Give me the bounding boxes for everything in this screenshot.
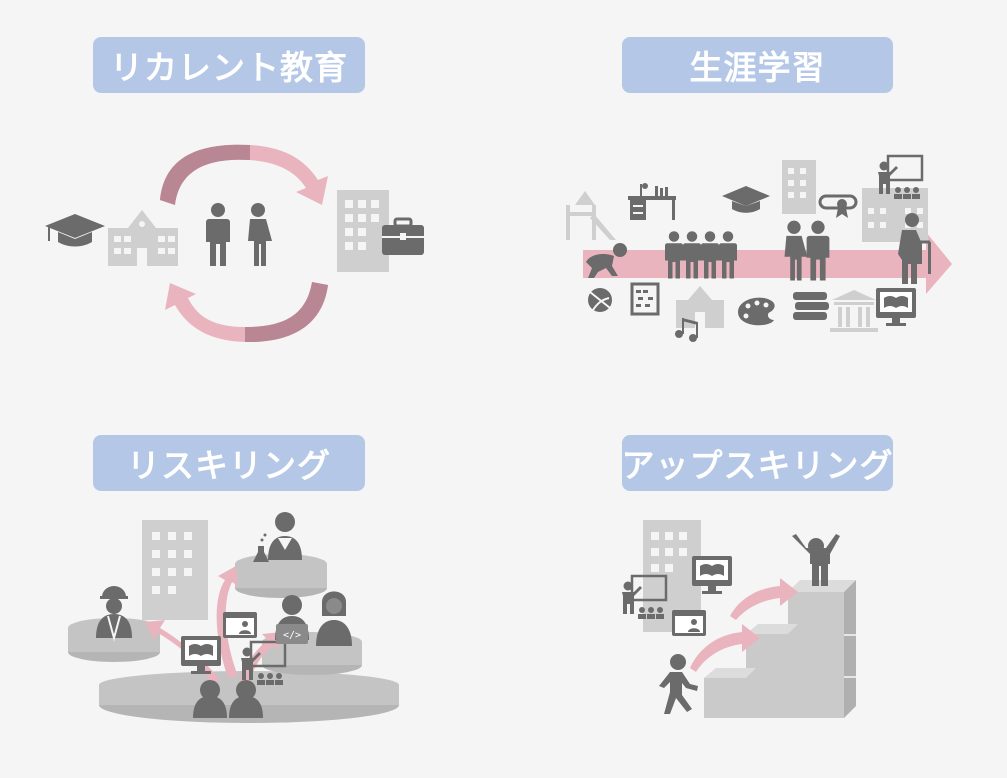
paint-palette-icon [738, 297, 775, 326]
e-learning-monitor-icon [692, 556, 732, 594]
upskilling-label: アップスキリング [622, 435, 893, 491]
timeline-arrow [583, 232, 952, 294]
woman-icon [316, 591, 352, 646]
top-platform [235, 554, 327, 598]
ball-icon [588, 288, 612, 312]
left-platform [68, 618, 160, 662]
construction-worker-icon [96, 586, 132, 642]
museum-icon [830, 290, 878, 332]
recurrent-education-label: リカレント教育 [93, 37, 365, 93]
svg-text:</>: </> [283, 630, 301, 641]
crawling-baby-icon [586, 243, 627, 278]
office-building-icon [337, 190, 389, 272]
walking-person-icon [659, 654, 698, 714]
office-building-icon [142, 520, 208, 620]
playground-slide-icon [566, 191, 616, 240]
programmer-icon: </> [275, 595, 309, 644]
stairs [704, 580, 856, 718]
reskilling-label: リスキリング [93, 435, 365, 491]
graduation-cap-icon [722, 186, 770, 213]
e-learning-monitor-icon [181, 636, 221, 674]
school-icon [108, 210, 178, 266]
man-icon [206, 203, 230, 266]
right-platform [262, 632, 362, 675]
woman-icon [248, 203, 272, 266]
video-call-icon [223, 612, 257, 638]
briefcase-icon [382, 217, 424, 255]
learners-icon [193, 680, 263, 718]
lifelong-learning-label: 生涯学習 [622, 37, 893, 93]
diploma-icon [818, 194, 858, 218]
recurrent-cycle-diagram [160, 144, 328, 343]
graduation-cap-icon [45, 214, 105, 247]
cycle-arrow-top-shade [160, 144, 250, 205]
school-icon [676, 286, 724, 328]
elderly-cane-icon [898, 213, 931, 284]
e-learning-monitor-icon [876, 288, 916, 326]
abacus-icon [630, 282, 660, 316]
desk-icon [628, 183, 676, 220]
office-building-icon [782, 160, 816, 214]
music-note-icon [675, 318, 698, 342]
upskilling-arrows [690, 578, 798, 672]
video-call-icon [672, 610, 706, 636]
scientist-icon [253, 512, 302, 562]
cycle-arrow-bottom-shade [245, 282, 328, 343]
celebrating-person-icon [792, 534, 840, 586]
books-icon [793, 292, 829, 320]
